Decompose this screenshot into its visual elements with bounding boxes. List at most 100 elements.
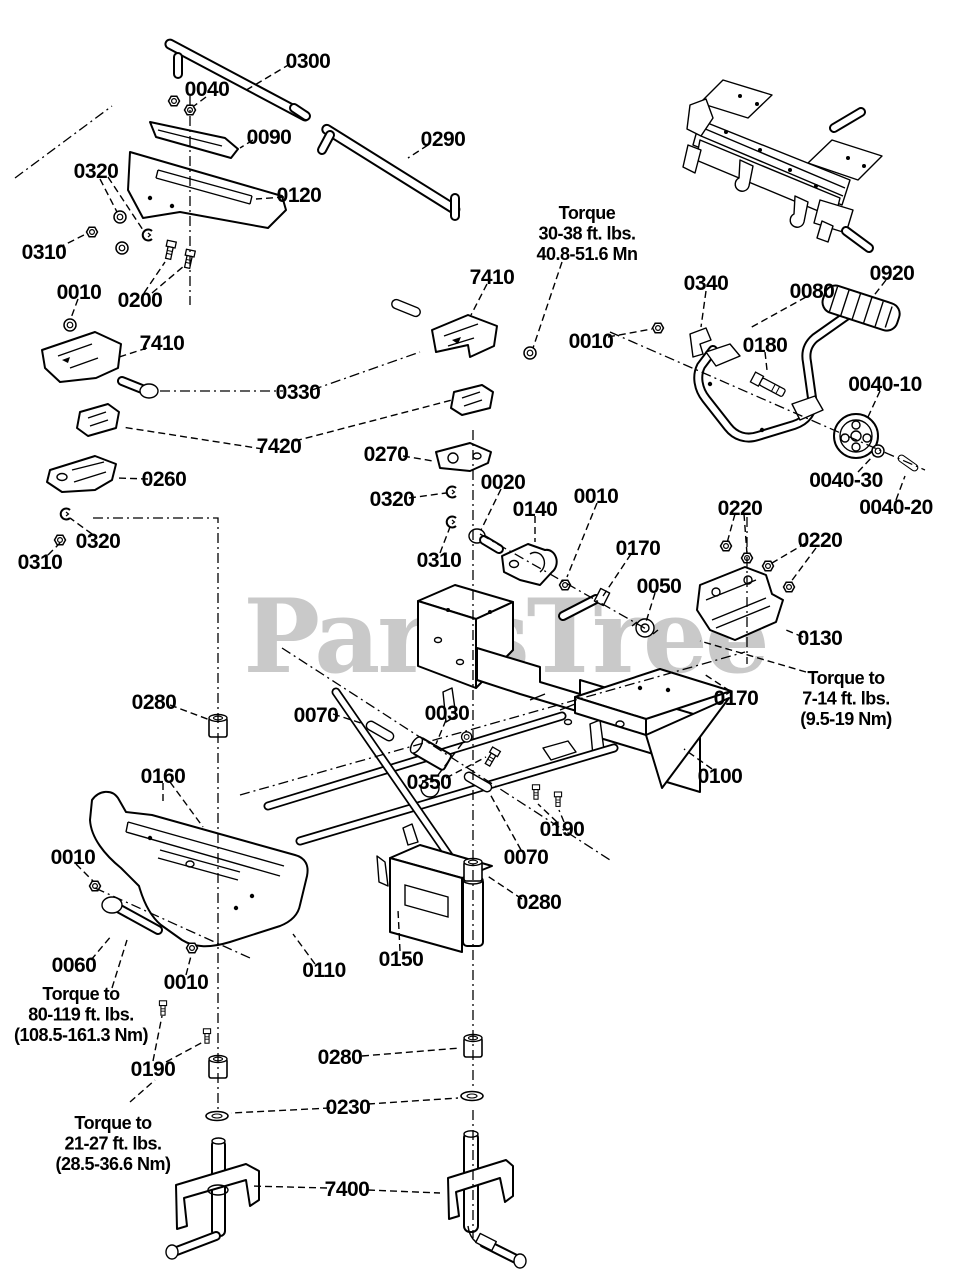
part-label-0140: 0140 (513, 498, 558, 521)
part-label-0150: 0150 (379, 948, 424, 971)
washer-0230 (460, 1090, 484, 1102)
torque-left-line-1: Torque to (42, 984, 120, 1004)
clamp-7420-left-part (76, 403, 120, 437)
washer-0010 (63, 318, 77, 332)
washer-0320 (113, 210, 127, 224)
bolt-0180 (749, 371, 788, 399)
clip-plate-part (542, 740, 577, 761)
bolt-0200 (182, 248, 196, 270)
part-label-0310: 0310 (417, 549, 462, 572)
clip-0320 (59, 507, 71, 521)
part-label-0010: 0010 (164, 971, 209, 994)
wheel-0040-10-part (833, 413, 879, 459)
washer-0230 (205, 1110, 229, 1122)
bracket-7410-left-part (41, 331, 122, 383)
nut-0220 (719, 540, 733, 552)
part-label-0040-30: 0040-30 (809, 469, 883, 492)
construction-lines (14, 96, 926, 1238)
part-label-0130: 0130 (798, 627, 843, 650)
part-label-0300: 0300 (286, 50, 331, 73)
handle-0080-part (693, 297, 871, 443)
clip-0320 (445, 485, 457, 499)
bolt-0350 (482, 746, 502, 768)
frame-plate-0100-part (574, 668, 732, 789)
bolt-0330-part (117, 376, 159, 399)
part-label-0230: 0230 (326, 1096, 371, 1119)
bracket-0150-part (376, 823, 493, 953)
plate-0120-part (127, 151, 287, 229)
assembled-view (682, 79, 883, 253)
part-label-0330: 0330 (276, 381, 321, 404)
bolt-part (389, 297, 423, 319)
bracket-7410-mid-part (431, 314, 498, 358)
torque-bottom-line-1: Torque to (74, 1113, 152, 1133)
part-label-0280: 0280 (517, 891, 562, 914)
part-label-0030: 0030 (425, 702, 470, 725)
washer-0010 (523, 346, 537, 360)
grip-0920-part (821, 284, 901, 332)
part-label-0350: 0350 (407, 771, 452, 794)
clip-0310 (445, 515, 457, 529)
part-label-0010: 0010 (569, 330, 614, 353)
torque-upper-line-1: Torque (559, 203, 616, 223)
torque-bottom-line-3: (28.5-36.6 Nm) (55, 1154, 171, 1174)
part-label-0170: 0170 (616, 537, 661, 560)
torque-right-line-1: Torque to (807, 668, 885, 688)
nut-0010 (185, 942, 199, 954)
part-label-0110: 0110 (302, 959, 346, 982)
part-label-0180: 0180 (743, 334, 788, 357)
part-label-0100: 0100 (698, 765, 743, 788)
part-label-0010: 0010 (51, 846, 96, 869)
washer-0320 (115, 241, 129, 255)
rail-0290-part (317, 123, 461, 221)
clamp-7420-mid-part (450, 384, 494, 416)
torque-right-line-3: (9.5-19 Nm) (800, 709, 892, 729)
bolt-0190 (531, 784, 541, 800)
part-label-0160: 0160 (141, 765, 186, 788)
torque-upper-line-2: 30-38 ft. lbs. (538, 224, 635, 244)
part-label-0080: 0080 (790, 280, 835, 303)
bracket-0260-part (46, 455, 117, 493)
part-label-0340: 0340 (684, 272, 729, 295)
leader-lines (47, 63, 906, 1194)
part-label-0010: 0010 (574, 485, 619, 508)
torque-left-line-2: 80-119 ft. lbs. (28, 1005, 134, 1025)
bracket-0110-part (89, 790, 309, 948)
part-label-0170: 0170 (714, 687, 759, 710)
nut-0310 (85, 226, 99, 238)
bolt-0190 (553, 791, 563, 807)
part-label-0200: 0200 (118, 289, 163, 312)
part-label-0010: 0010 (57, 281, 102, 304)
nut-0050-part (631, 618, 659, 638)
bracket-7400-right-part (447, 1130, 527, 1269)
part-label-0070: 0070 (504, 846, 549, 869)
part-label-0090: 0090 (247, 126, 292, 149)
torque-bottom-line-2: 21-27 ft. lbs. (64, 1134, 161, 1154)
torque-left-line-3: (108.5-161.3 Nm) (14, 1025, 149, 1045)
part-label-0320: 0320 (74, 160, 119, 183)
part-label-0020: 0020 (481, 471, 526, 494)
washer-0350 (460, 731, 473, 743)
bolt-0200 (163, 239, 177, 261)
part-label-0310: 0310 (22, 241, 67, 264)
torque-right-line-2: 7-14 ft. lbs. (802, 689, 890, 709)
part-label-0290: 0290 (421, 128, 466, 151)
part-label-7420: 7420 (257, 435, 302, 458)
part-label-0050: 0050 (637, 575, 682, 598)
clip-fastener (141, 228, 153, 242)
bracket-0130-part (696, 566, 784, 641)
nut-0040 (167, 95, 181, 107)
part-label-0920: 0920 (870, 262, 915, 285)
bolt-0060-part (101, 896, 163, 935)
part-label-0280: 0280 (318, 1046, 363, 1069)
swing-arms-part (263, 687, 619, 865)
part-label-0060: 0060 (52, 954, 97, 977)
part-label-0220: 0220 (798, 529, 843, 552)
part-label-0040: 0040 (185, 78, 230, 101)
part-label-0040-20: 0040-20 (859, 496, 933, 519)
link-0270-part (435, 442, 492, 472)
torque-upper-line-3: 40.8-51.6 Mn (536, 244, 637, 264)
part-label-0280: 0280 (132, 691, 177, 714)
